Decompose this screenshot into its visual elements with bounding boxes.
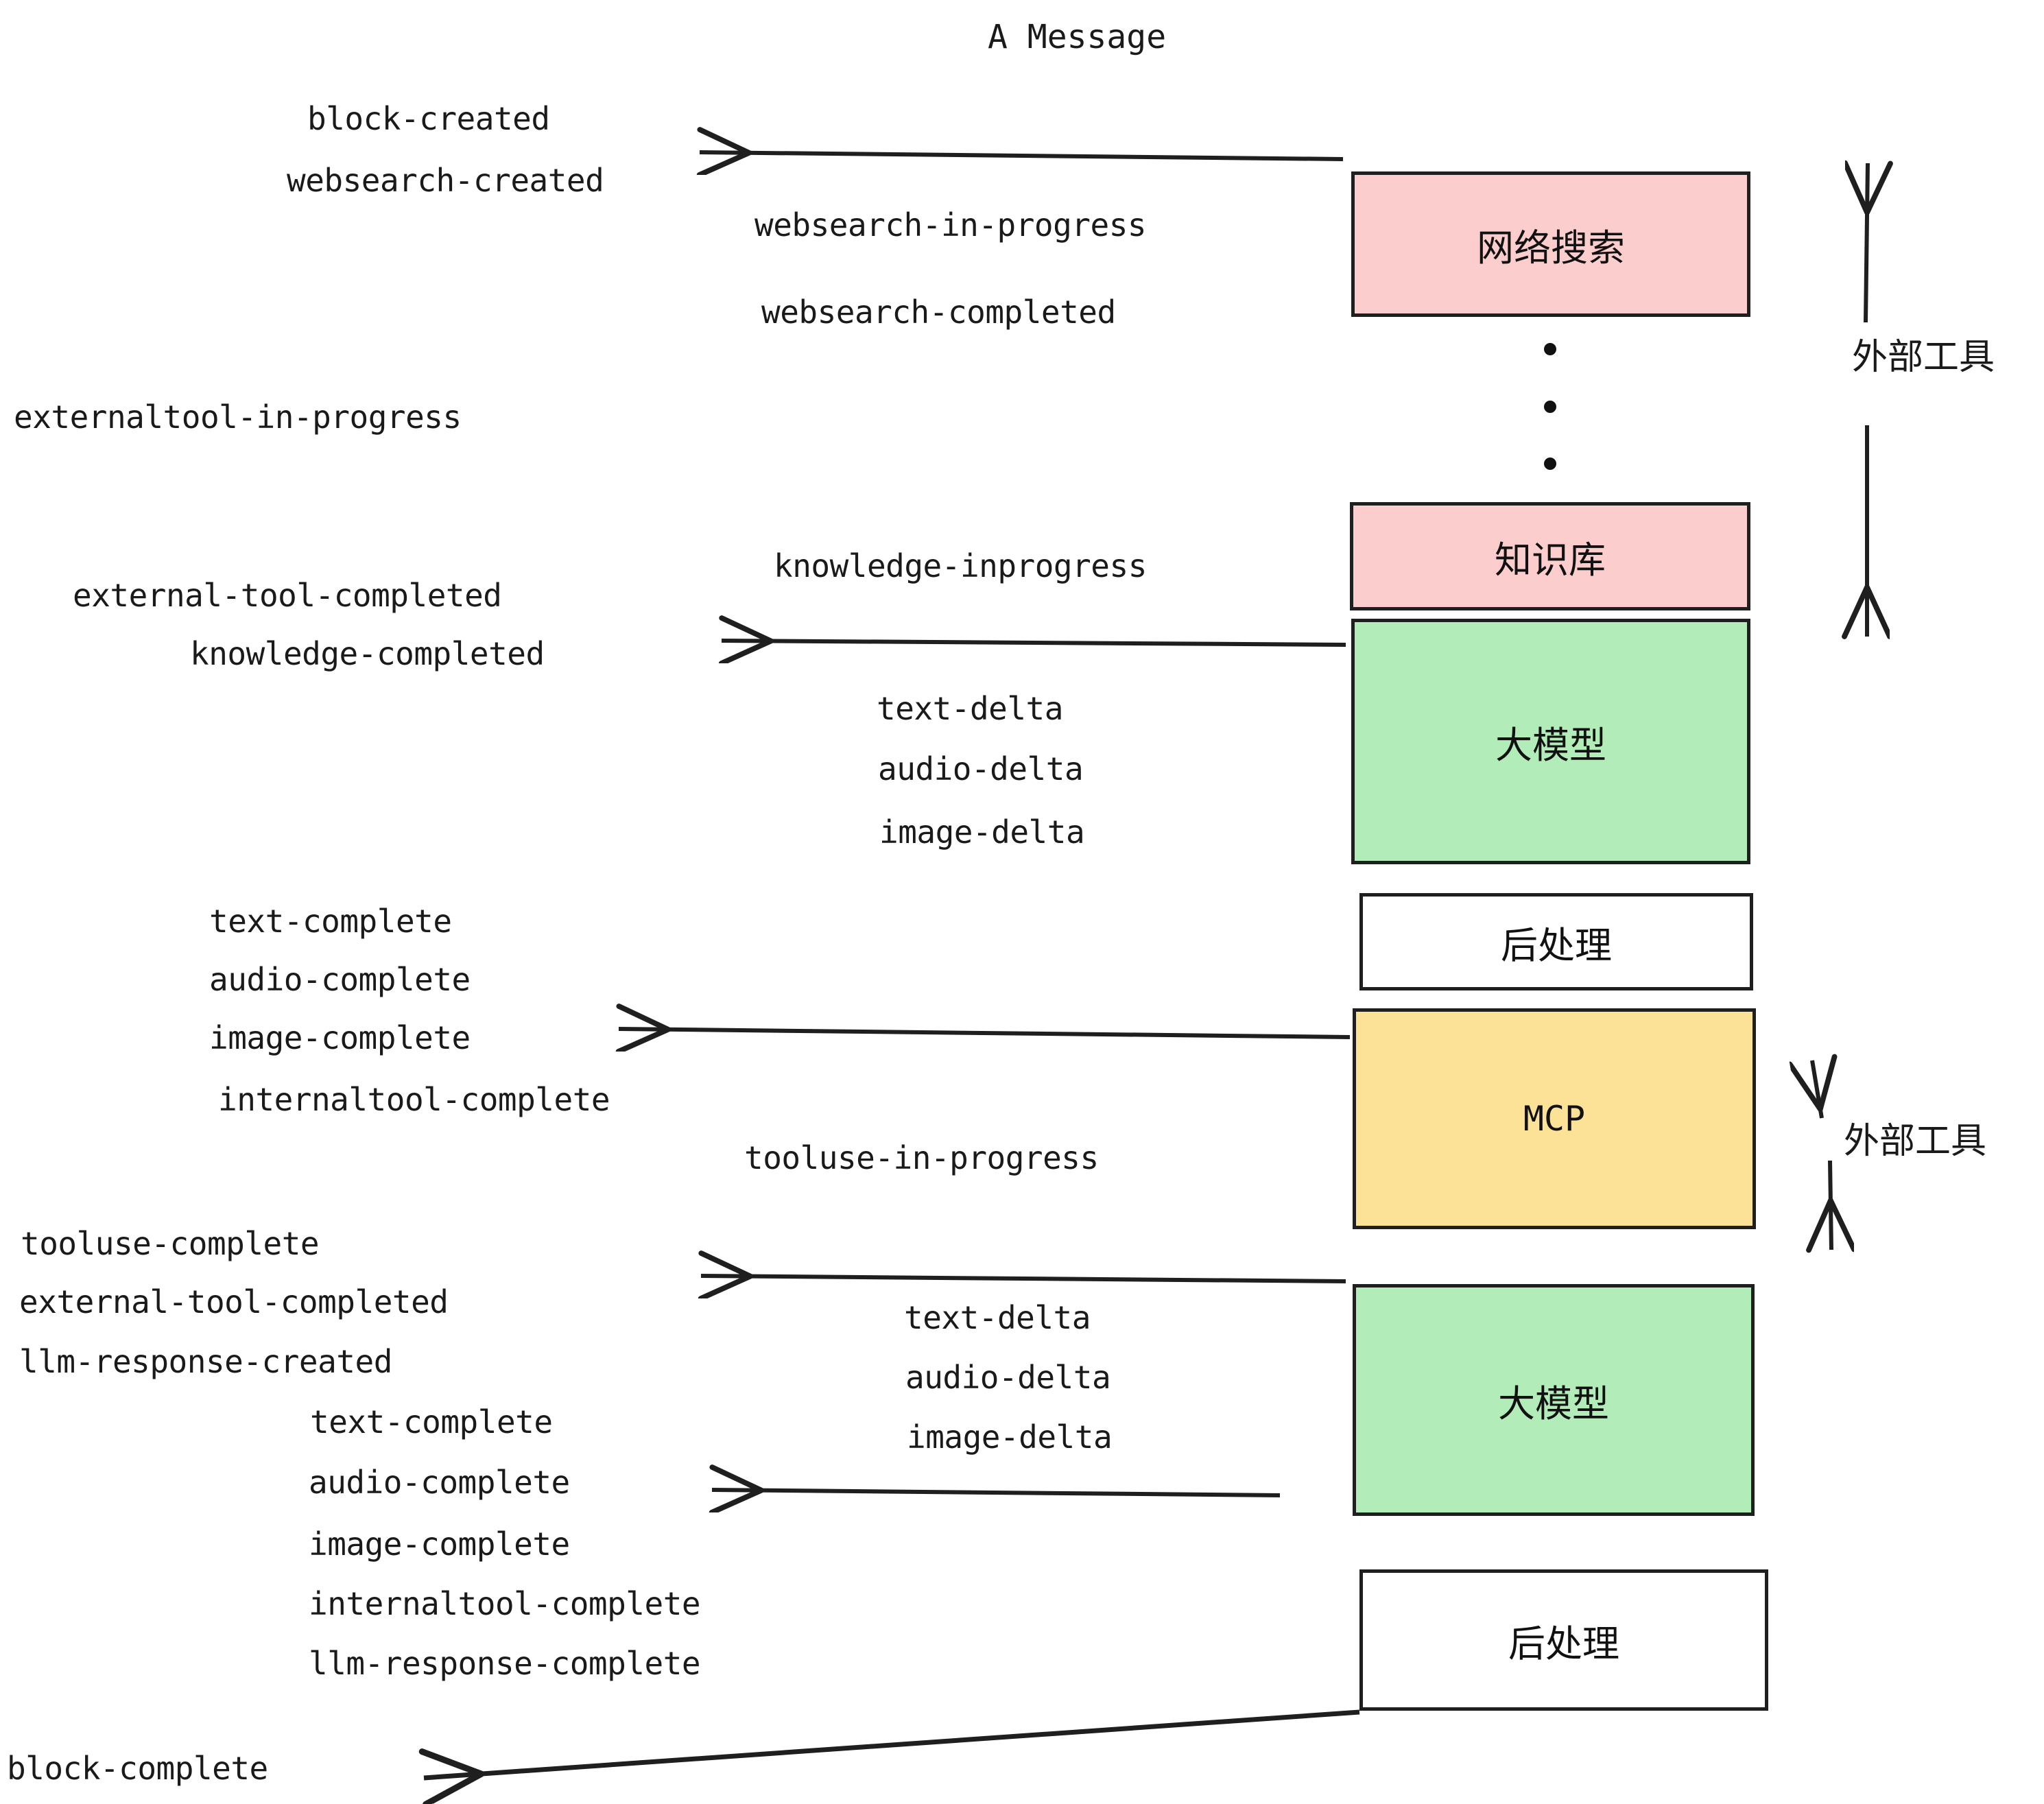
event-text-delta-1: text-delta (877, 690, 1063, 727)
arrow-external-tools-bottom-up (1812, 1060, 1822, 1119)
arrow-external-tools-bottom-down (1830, 1160, 1831, 1250)
node-llm-1[interactable]: 大模型 (1351, 619, 1750, 864)
node-websearch-label: 网络搜索 (1477, 226, 1625, 270)
node-websearch[interactable]: 网络搜索 (1351, 171, 1750, 317)
node-llm-2-label: 大模型 (1498, 1381, 1609, 1425)
event-audio-complete-2: audio-complete (309, 1464, 570, 1501)
node-postprocess-1-label: 后处理 (1501, 923, 1612, 967)
node-postprocess-1[interactable]: 后处理 (1359, 893, 1753, 990)
arrow-llm2-to-audio-complete (712, 1490, 1281, 1495)
arrow-websearch-to-created (700, 152, 1344, 159)
event-block-complete: block-complete (7, 1750, 268, 1787)
event-llm-response-complete: llm-response-complete (309, 1645, 701, 1682)
event-audio-complete-1: audio-complete (209, 961, 471, 998)
node-postprocess-2[interactable]: 后处理 (1359, 1569, 1768, 1711)
page-title: A Message (988, 18, 1167, 56)
event-external-tool-completed-1: external-tool-completed (73, 577, 502, 614)
event-image-delta-1: image-delta (879, 814, 1085, 851)
arrow-knowledge-to-completed (722, 641, 1346, 645)
event-text-delta-2: text-delta (904, 1299, 1091, 1336)
event-externaltool-in-progress: externaltool-in-progress (14, 399, 462, 436)
node-llm-1-label: 大模型 (1495, 723, 1606, 767)
node-mcp[interactable]: MCP (1353, 1008, 1756, 1229)
arrow-postprocess1-to-image-complete (619, 1029, 1351, 1037)
group-label-external-tools-top: 外部工具 (1852, 337, 1995, 378)
node-llm-2[interactable]: 大模型 (1353, 1284, 1755, 1516)
event-image-delta-2: image-delta (907, 1419, 1113, 1456)
event-internaltool-complete-2: internaltool-complete (309, 1585, 701, 1622)
event-text-complete-2: text-complete (310, 1403, 553, 1440)
ellipsis-dots (1543, 343, 1557, 470)
node-postprocess-2-label: 后处理 (1508, 1622, 1619, 1665)
event-tooluse-in-progress: tooluse-in-progress (744, 1139, 1099, 1176)
event-knowledge-inprogress: knowledge-inprogress (774, 547, 1147, 584)
event-text-complete-1: text-complete (209, 903, 452, 940)
event-websearch-in-progress: websearch-in-progress (754, 206, 1147, 244)
arrow-mcp-to-tooluse-complete (701, 1276, 1346, 1281)
event-image-complete-1: image-complete (209, 1019, 471, 1056)
event-audio-delta-1: audio-delta (878, 750, 1084, 787)
node-mcp-label: MCP (1523, 1099, 1586, 1139)
event-llm-response-created: llm-response-created (19, 1343, 392, 1380)
event-internaltool-complete-1: internaltool-complete (218, 1081, 610, 1118)
event-knowledge-completed: knowledge-completed (190, 635, 545, 672)
arrow-postprocess2-to-block-complete (424, 1709, 1360, 1778)
event-block-created: block-created (307, 100, 550, 137)
node-knowledge-label: 知识库 (1495, 538, 1606, 582)
group-label-external-tools-bottom: 外部工具 (1844, 1121, 1987, 1162)
event-image-complete-2: image-complete (309, 1526, 570, 1563)
event-external-tool-completed-2: external-tool-completed (19, 1283, 449, 1320)
arrow-external-tools-top-up (1866, 163, 1868, 323)
event-websearch-created: websearch-created (287, 162, 604, 199)
node-knowledge[interactable]: 知识库 (1350, 502, 1750, 610)
event-tooluse-complete: tooluse-complete (21, 1225, 320, 1262)
event-audio-delta-2: audio-delta (905, 1359, 1111, 1396)
event-websearch-completed: websearch-completed (761, 294, 1116, 331)
